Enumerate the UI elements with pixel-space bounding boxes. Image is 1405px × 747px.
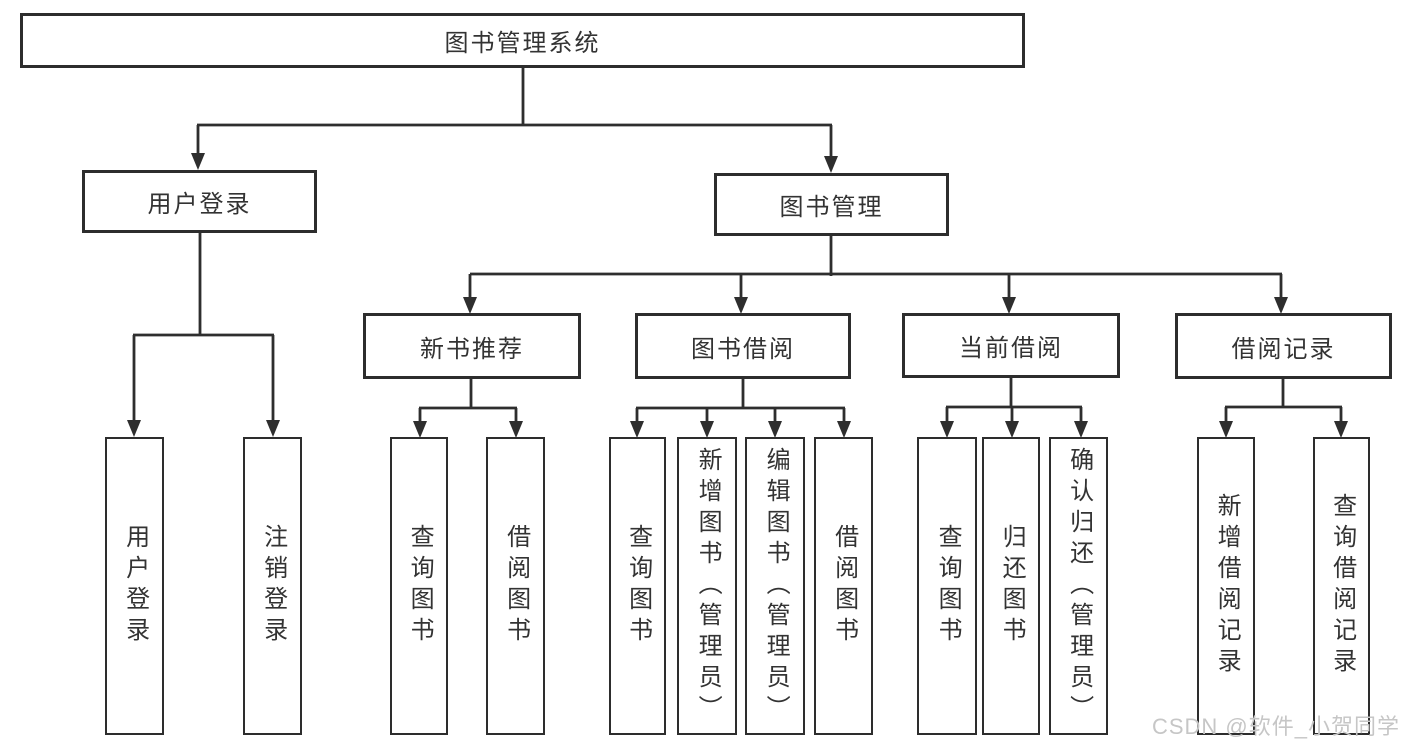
node-book-borrowing-label: 图书借阅	[691, 335, 795, 363]
leaf-borrow-books-recommend-label: 借阅图书	[502, 524, 530, 648]
leaf-logout-label: 注销登录	[259, 524, 287, 648]
leaf-query-books-current: 查询图书	[917, 437, 977, 735]
node-user-login-label: 用户登录	[147, 191, 252, 218]
node-book-management: 图书管理	[714, 173, 949, 236]
node-current-borrowing-label: 当前借阅	[959, 335, 1063, 362]
leaf-borrow-books-recommend: 借阅图书	[486, 437, 545, 735]
leaf-edit-book-admin-label: 编辑图书（管理员）	[762, 446, 790, 726]
leaf-borrow-books-borrowing-label: 借阅图书	[830, 524, 858, 648]
node-system-root-label: 图书管理系统	[444, 30, 601, 57]
leaf-add-borrow-record: 新增借阅记录	[1197, 437, 1255, 735]
leaf-add-borrow-record-label: 新增借阅记录	[1213, 493, 1241, 679]
leaf-add-book-admin: 新增图书（管理员）	[677, 437, 737, 735]
node-borrowing-records-label: 借阅记录	[1231, 335, 1336, 363]
node-user-login: 用户登录	[82, 170, 317, 233]
node-current-borrowing: 当前借阅	[902, 313, 1120, 378]
leaf-query-books-recommend: 查询图书	[390, 437, 448, 735]
node-book-borrowing: 图书借阅	[635, 313, 851, 379]
node-book-management-label: 图书管理	[779, 194, 884, 221]
leaf-user-login: 用户登录	[105, 437, 164, 735]
node-new-book-recommend-label: 新书推荐	[420, 335, 524, 363]
node-borrowing-records: 借阅记录	[1175, 313, 1392, 379]
leaf-confirm-return-admin: 确认归还（管理员）	[1049, 437, 1108, 735]
leaf-borrow-books-borrowing: 借阅图书	[814, 437, 873, 735]
leaf-add-book-admin-label: 新增图书（管理员）	[694, 446, 722, 726]
csdn-watermark: CSDN @软件_小贺同学	[1151, 714, 1400, 739]
leaf-edit-book-admin: 编辑图书（管理员）	[745, 437, 805, 735]
leaf-return-books: 归还图书	[982, 437, 1040, 735]
leaf-query-borrow-record: 查询借阅记录	[1313, 437, 1370, 735]
leaf-confirm-return-admin-label: 确认归还（管理员）	[1065, 446, 1093, 726]
leaf-query-borrow-record-label: 查询借阅记录	[1328, 493, 1356, 679]
node-new-book-recommend: 新书推荐	[363, 313, 581, 379]
node-system-root: 图书管理系统	[20, 13, 1025, 68]
leaf-query-books-borrowing-label: 查询图书	[624, 524, 652, 648]
leaf-user-login-label: 用户登录	[121, 524, 149, 648]
leaf-return-books-label: 归还图书	[998, 524, 1026, 648]
leaf-logout: 注销登录	[243, 437, 302, 735]
leaf-query-books-borrowing: 查询图书	[609, 437, 666, 735]
leaf-query-books-recommend-label: 查询图书	[406, 524, 434, 648]
leaf-query-books-current-label: 查询图书	[934, 524, 962, 648]
